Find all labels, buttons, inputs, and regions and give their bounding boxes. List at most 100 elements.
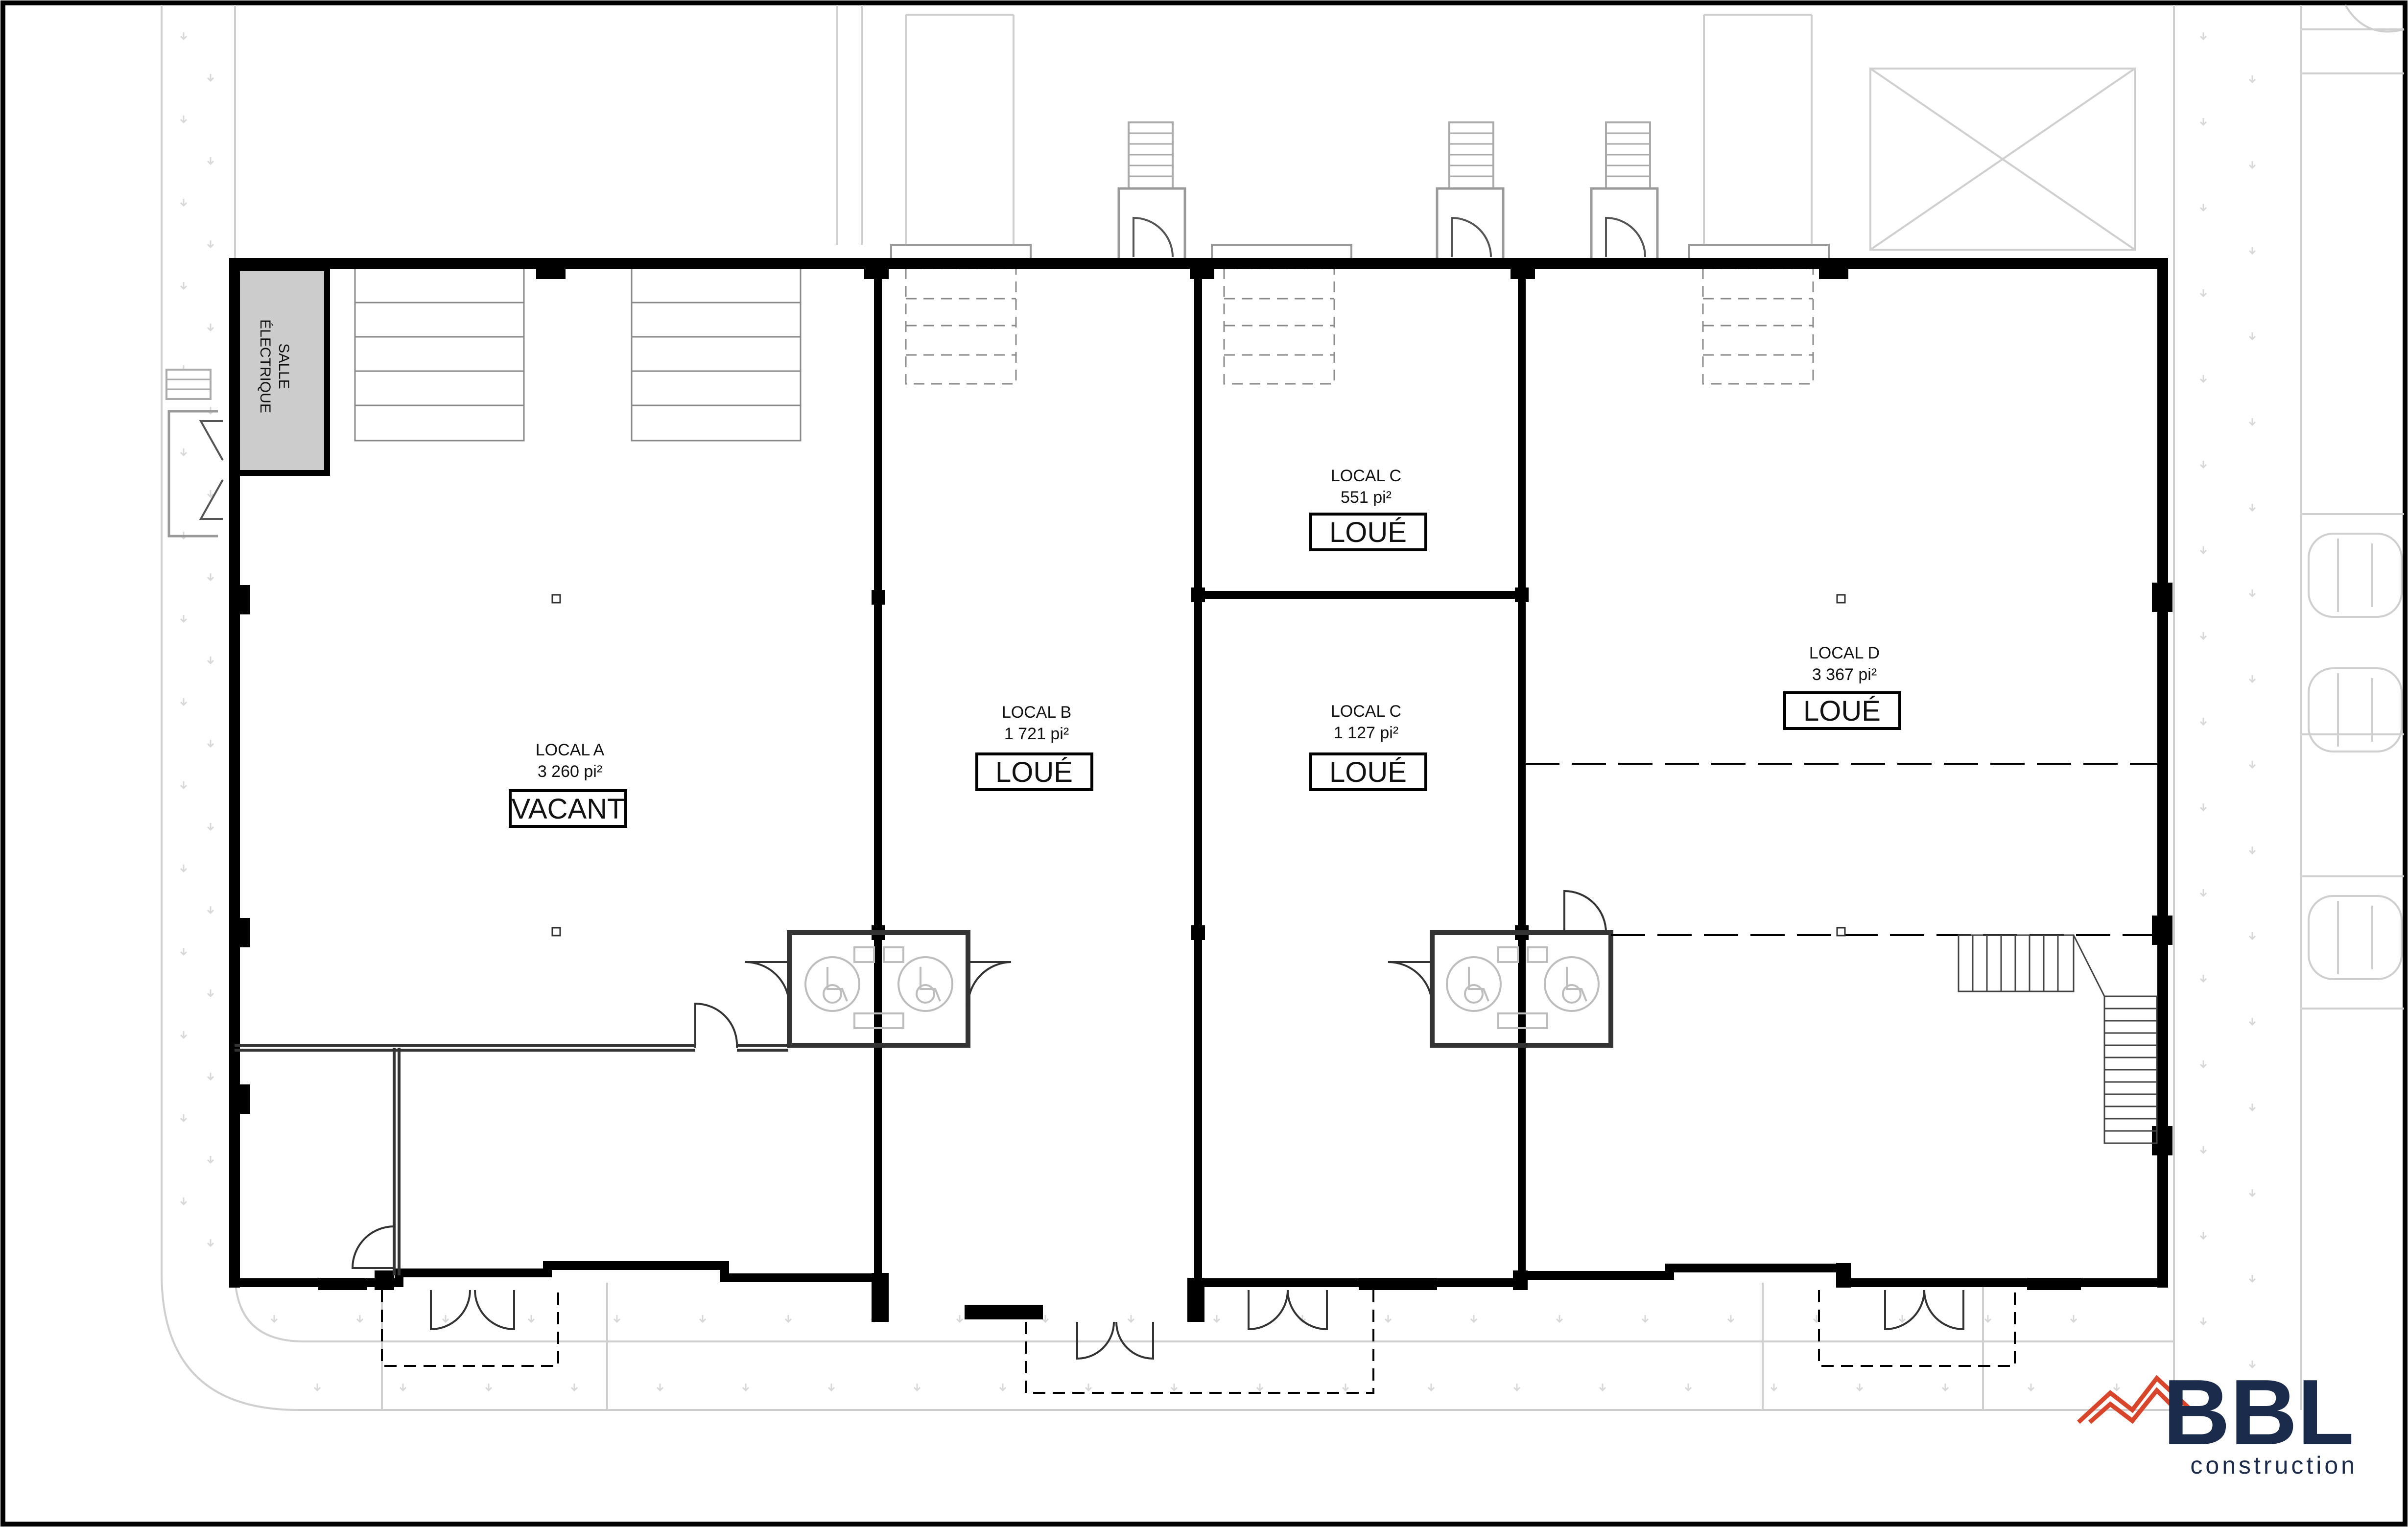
wall-columns	[230, 258, 2172, 1155]
landscape-mark	[827, 1384, 835, 1392]
landscape-mark	[2199, 289, 2207, 298]
unit-b-status: LOUÉ	[995, 756, 1073, 788]
unit-d-label: LOCAL D 3 367 pi² LOUÉ	[1783, 644, 1901, 730]
unit-c-bottom-label: LOCAL C 1 127 pi² LOUÉ	[1309, 702, 1427, 791]
landscape-mark	[2027, 1384, 2035, 1392]
landscape-mark	[1727, 1315, 1735, 1323]
landscape-mark	[570, 1384, 578, 1392]
landscape-mark	[656, 1384, 664, 1392]
unit-c-top-status: LOUÉ	[1329, 517, 1407, 548]
landscape-mark	[1513, 1384, 1521, 1392]
unit-c-bottom-name: LOCAL C	[1331, 702, 1401, 721]
landscape-mark	[2248, 1189, 2256, 1198]
landscape-mark	[1898, 1315, 1906, 1323]
landscape-mark	[207, 240, 214, 249]
door-swing-icon	[430, 1290, 1964, 1360]
landscape-mark	[2199, 1317, 2207, 1326]
brand-name: BBL	[2163, 1361, 2354, 1464]
landscape-mark	[913, 1384, 921, 1392]
landscape-mark	[2248, 675, 2256, 683]
landscape-mark	[207, 657, 214, 665]
landscape-mark	[1684, 1384, 1692, 1392]
landscape-mark	[207, 490, 214, 498]
vestibules	[167, 187, 1659, 538]
landscape-mark	[2248, 161, 2256, 169]
landscape-mark	[1041, 1315, 1049, 1323]
unit-b-area: 1 721 pi²	[1004, 725, 1069, 743]
landscape-mark	[180, 282, 188, 290]
door-swing-icon	[199, 216, 1646, 520]
landscape-mark	[2199, 975, 2207, 983]
unit-b-name: LOCAL B	[1002, 703, 1071, 722]
landscape-marks	[180, 32, 2256, 1392]
landscape-mark	[2248, 418, 2256, 426]
overhead-door-panels	[355, 302, 801, 406]
landscape-mark	[2248, 1275, 2256, 1283]
landscape-mark	[1213, 1315, 1221, 1323]
landscape-mark	[784, 1315, 792, 1323]
landscape-mark	[2248, 1104, 2256, 1112]
landscape-mark	[442, 1315, 449, 1323]
landscape-mark	[2248, 332, 2256, 341]
demising-walls	[874, 263, 1526, 1283]
landscape-mark	[1599, 1384, 1606, 1392]
electrical-room-label-1: SALLE	[276, 343, 292, 389]
landscape-mark	[2113, 1384, 2121, 1392]
landscape-mark	[207, 1073, 214, 1081]
brand-subtitle: construction	[2190, 1452, 2358, 1479]
mezzanine-lines	[1525, 763, 2159, 936]
landscape-mark	[180, 199, 188, 207]
landscape-mark	[356, 1315, 364, 1323]
unit-b-status-box	[975, 752, 1093, 791]
landscape-mark	[1256, 1384, 1264, 1392]
landscape-mark	[1427, 1384, 1435, 1392]
landscape-mark	[613, 1315, 621, 1323]
landscape-mark	[2199, 1146, 2207, 1154]
brand-logo: BBL construction	[2077, 1361, 2358, 1479]
landscape-mark	[2248, 761, 2256, 769]
landscape-mark	[207, 324, 214, 332]
landscape-mark	[699, 1315, 707, 1323]
landscape-mark	[2248, 75, 2256, 84]
unit-d-status-box	[1783, 691, 1901, 730]
parked-car-icon	[2344, 4, 2405, 33]
landscape-mark	[527, 1315, 535, 1323]
landscape-mark	[2248, 1018, 2256, 1026]
unit-a-status-box	[509, 789, 627, 828]
landscape-mark	[207, 1239, 214, 1247]
landscape-mark	[2248, 247, 2256, 255]
landscape-mark	[180, 781, 188, 790]
electrical-room-label-2: ÉLECTRIQUE	[257, 319, 273, 413]
landscape-mark	[180, 615, 188, 623]
landscape-mark	[1384, 1315, 1392, 1323]
landscape-mark	[2248, 589, 2256, 598]
landscape-mark	[485, 1384, 493, 1392]
bottom-wall-segments	[318, 1263, 2081, 1322]
landscape-mark	[2199, 889, 2207, 897]
landscape-mark	[2199, 1060, 2207, 1069]
landscape-mark	[956, 1315, 964, 1323]
landscape-mark	[2199, 204, 2207, 212]
interior-stair-treads	[1972, 935, 2157, 1132]
landscape-mark	[1770, 1384, 1778, 1392]
landscape-mark	[207, 906, 214, 915]
landscape-mark	[1984, 1315, 1992, 1323]
unit-c-top-status-box	[1309, 513, 1427, 551]
landscape-mark	[1085, 1384, 1092, 1392]
unit-a-label: LOCAL A 3 260 pi² VACANT	[509, 741, 627, 828]
landscape-mark	[180, 1031, 188, 1039]
parked-car-icon	[2308, 533, 2403, 980]
landscape-mark	[1342, 1384, 1349, 1392]
landscape-mark	[2248, 1361, 2256, 1369]
landscape-mark	[180, 698, 188, 706]
landscape-mark	[1941, 1384, 1949, 1392]
partition-walls	[235, 1044, 788, 1275]
landscape-mark	[180, 865, 188, 873]
unit-c-bottom-area: 1 127 pi²	[1334, 724, 1398, 742]
landscape-mark	[1556, 1315, 1563, 1323]
landscape-mark	[2248, 846, 2256, 855]
unit-a-name: LOCAL A	[536, 741, 605, 759]
wheelchair-icon	[804, 946, 1600, 1029]
